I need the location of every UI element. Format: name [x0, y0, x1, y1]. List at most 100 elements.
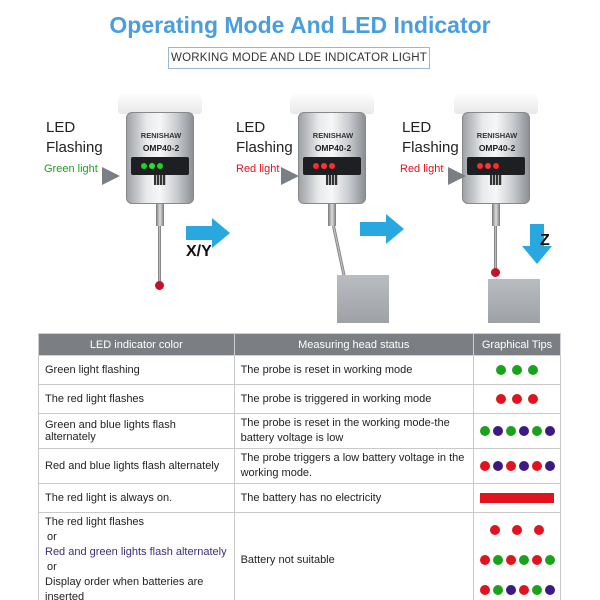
status-cell: The probe is reset in the working mode-t…: [233, 413, 475, 449]
probe-model: OMP40-2: [142, 143, 180, 153]
table-row: Green light flashing The probe is reset …: [38, 355, 561, 385]
purple-dot-icon: [544, 461, 555, 472]
red-dot-icon: [496, 394, 506, 405]
led-window: [303, 157, 361, 175]
green-dot-icon: [492, 555, 503, 566]
probe-stylus: [158, 226, 161, 284]
green-dot-icon: [512, 365, 522, 376]
red-bar-icon: [480, 493, 554, 504]
probe-model: OMP40-2: [478, 143, 516, 153]
page-title: Operating Mode And LED Indicator: [109, 12, 491, 38]
status-cell: The probe is reset in working mode: [233, 355, 475, 385]
red-dot-icon: [518, 585, 529, 596]
probe-stem: [328, 204, 336, 226]
led-window: [131, 157, 189, 175]
workpiece-surface: [337, 275, 389, 323]
led-color-cell: The red light is always on.: [38, 483, 235, 513]
probe-brand: RENISHAW: [476, 131, 518, 140]
led-light: [477, 163, 483, 169]
led-light: [485, 163, 491, 169]
red-dot-icon: [531, 555, 542, 566]
status-cell: The probe is triggered in working mode: [233, 384, 475, 414]
status-cell: The battery has no electricity: [233, 483, 475, 513]
probe-brand: RENISHAW: [312, 131, 354, 140]
led-light: [149, 163, 155, 169]
status-cell: The probe triggers a low battery voltage…: [233, 448, 475, 484]
probe-cap: [290, 92, 374, 114]
red-dot-icon: [528, 394, 538, 405]
led-status-table: LED indicator color Measuring head statu…: [38, 333, 561, 600]
column-header-tips: Graphical Tips: [473, 333, 561, 356]
green-dot-icon: [528, 365, 538, 376]
status-cell: Battery not suitable: [233, 512, 475, 600]
purple-dot-icon: [492, 461, 503, 472]
led-label-1: LED Flashing: [46, 119, 103, 156]
column-header-led-color: LED indicator color: [38, 333, 235, 356]
qr-code-icon: [154, 175, 166, 185]
red-dot-icon: [479, 461, 490, 472]
probe-cap: [118, 92, 202, 114]
green-dot-icon: [518, 555, 529, 566]
column-header-status: Measuring head status: [233, 333, 475, 356]
probe-stem: [156, 204, 164, 226]
led-light: [141, 163, 147, 169]
tips-cell: [473, 448, 561, 484]
purple-dot-icon: [544, 426, 555, 437]
page-subtitle: WORKING MODE AND LDE INDICATOR LIGHT: [168, 47, 430, 69]
led-color-cell: Green light flashing: [38, 355, 235, 385]
probe-brand: RENISHAW: [140, 131, 182, 140]
red-dot-icon: [531, 461, 542, 472]
red-dot-icon: [505, 461, 516, 472]
led-light: [313, 163, 319, 169]
tips-cell: [473, 413, 561, 449]
light-label-1: Green light: [44, 163, 98, 175]
stylus-ball: [491, 268, 500, 277]
led-light: [493, 163, 499, 169]
purple-dot-icon: [505, 585, 516, 596]
green-dot-icon: [496, 365, 506, 376]
led-color-cell: Red and blue lights flash alternately: [38, 448, 235, 484]
pointer-arrow-icon: [281, 167, 299, 185]
motion-label-z: Z: [540, 232, 550, 249]
led-color-cell: The red light flashes: [38, 384, 235, 414]
green-dot-icon: [531, 585, 542, 596]
led-label-3: LED Flashing: [402, 119, 459, 156]
light-label-2: Red light: [236, 163, 280, 175]
light-label-3: Red light: [400, 163, 444, 175]
red-dot-icon: [512, 394, 522, 405]
led-light: [329, 163, 335, 169]
tips-cell: [473, 483, 561, 513]
table-row: Green and blue lights flash alternately …: [38, 413, 561, 449]
table-row: The red light is always on. The battery …: [38, 483, 561, 513]
probe-model: OMP40-2: [314, 143, 352, 153]
green-dot-icon: [531, 426, 542, 437]
led-label-2: LED Flashing: [236, 119, 293, 156]
probe-body: RENISHAW OMP40-2: [462, 112, 530, 204]
probe-body: RENISHAW OMP40-2: [126, 112, 194, 204]
led-color-cell: The red light flashes or Red and green l…: [38, 512, 235, 600]
led-light: [321, 163, 327, 169]
tips-cell: [473, 355, 561, 385]
green-dot-icon: [544, 555, 555, 566]
probe-cap: [454, 92, 538, 114]
workpiece-surface: [488, 279, 540, 323]
table-row: The red light flashes or Red and green l…: [38, 512, 561, 600]
green-dot-icon: [505, 426, 516, 437]
red-dot-icon: [479, 585, 490, 596]
qr-code-icon: [490, 175, 502, 185]
purple-dot-icon: [492, 426, 503, 437]
green-dot-icon: [492, 585, 503, 596]
probe-stylus: [494, 226, 497, 272]
probe-body: RENISHAW OMP40-2: [298, 112, 366, 204]
purple-dot-icon: [518, 426, 529, 437]
red-dot-icon: [512, 525, 522, 536]
purple-dot-icon: [518, 461, 529, 472]
table-header-row: LED indicator color Measuring head statu…: [38, 333, 561, 356]
pointer-arrow-icon: [102, 167, 120, 185]
red-dot-icon: [479, 555, 490, 566]
motion-label-xy: X/Y: [186, 243, 212, 260]
green-dot-icon: [479, 426, 490, 437]
tips-cell: [473, 384, 561, 414]
red-dot-icon: [534, 525, 544, 536]
qr-code-icon: [326, 175, 338, 185]
